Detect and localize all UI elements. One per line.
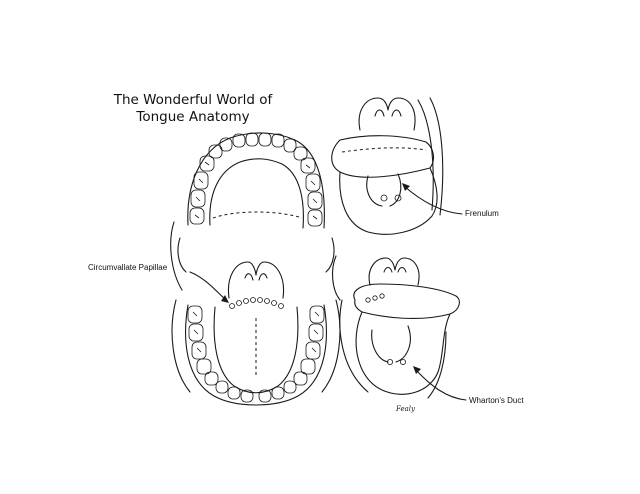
title-line-1: The Wonderful World of [113, 92, 273, 108]
artist-signature: Fealy [396, 405, 415, 413]
pointer-arrows [189, 183, 467, 401]
title-line-2: Tongue Anatomy [136, 109, 250, 125]
label-circumvallate-papillae: Circumvallate Papillae [88, 263, 168, 272]
upper-dental-arch [170, 132, 335, 291]
wharton-view [331, 255, 460, 399]
circumvallate-papillae-marks [229, 297, 284, 309]
lower-dental-arch [171, 261, 341, 406]
frenulum-view [331, 97, 444, 235]
label-frenulum: Frenulum [465, 209, 499, 218]
label-whartons-duct: Wharton’s Duct [469, 396, 524, 405]
